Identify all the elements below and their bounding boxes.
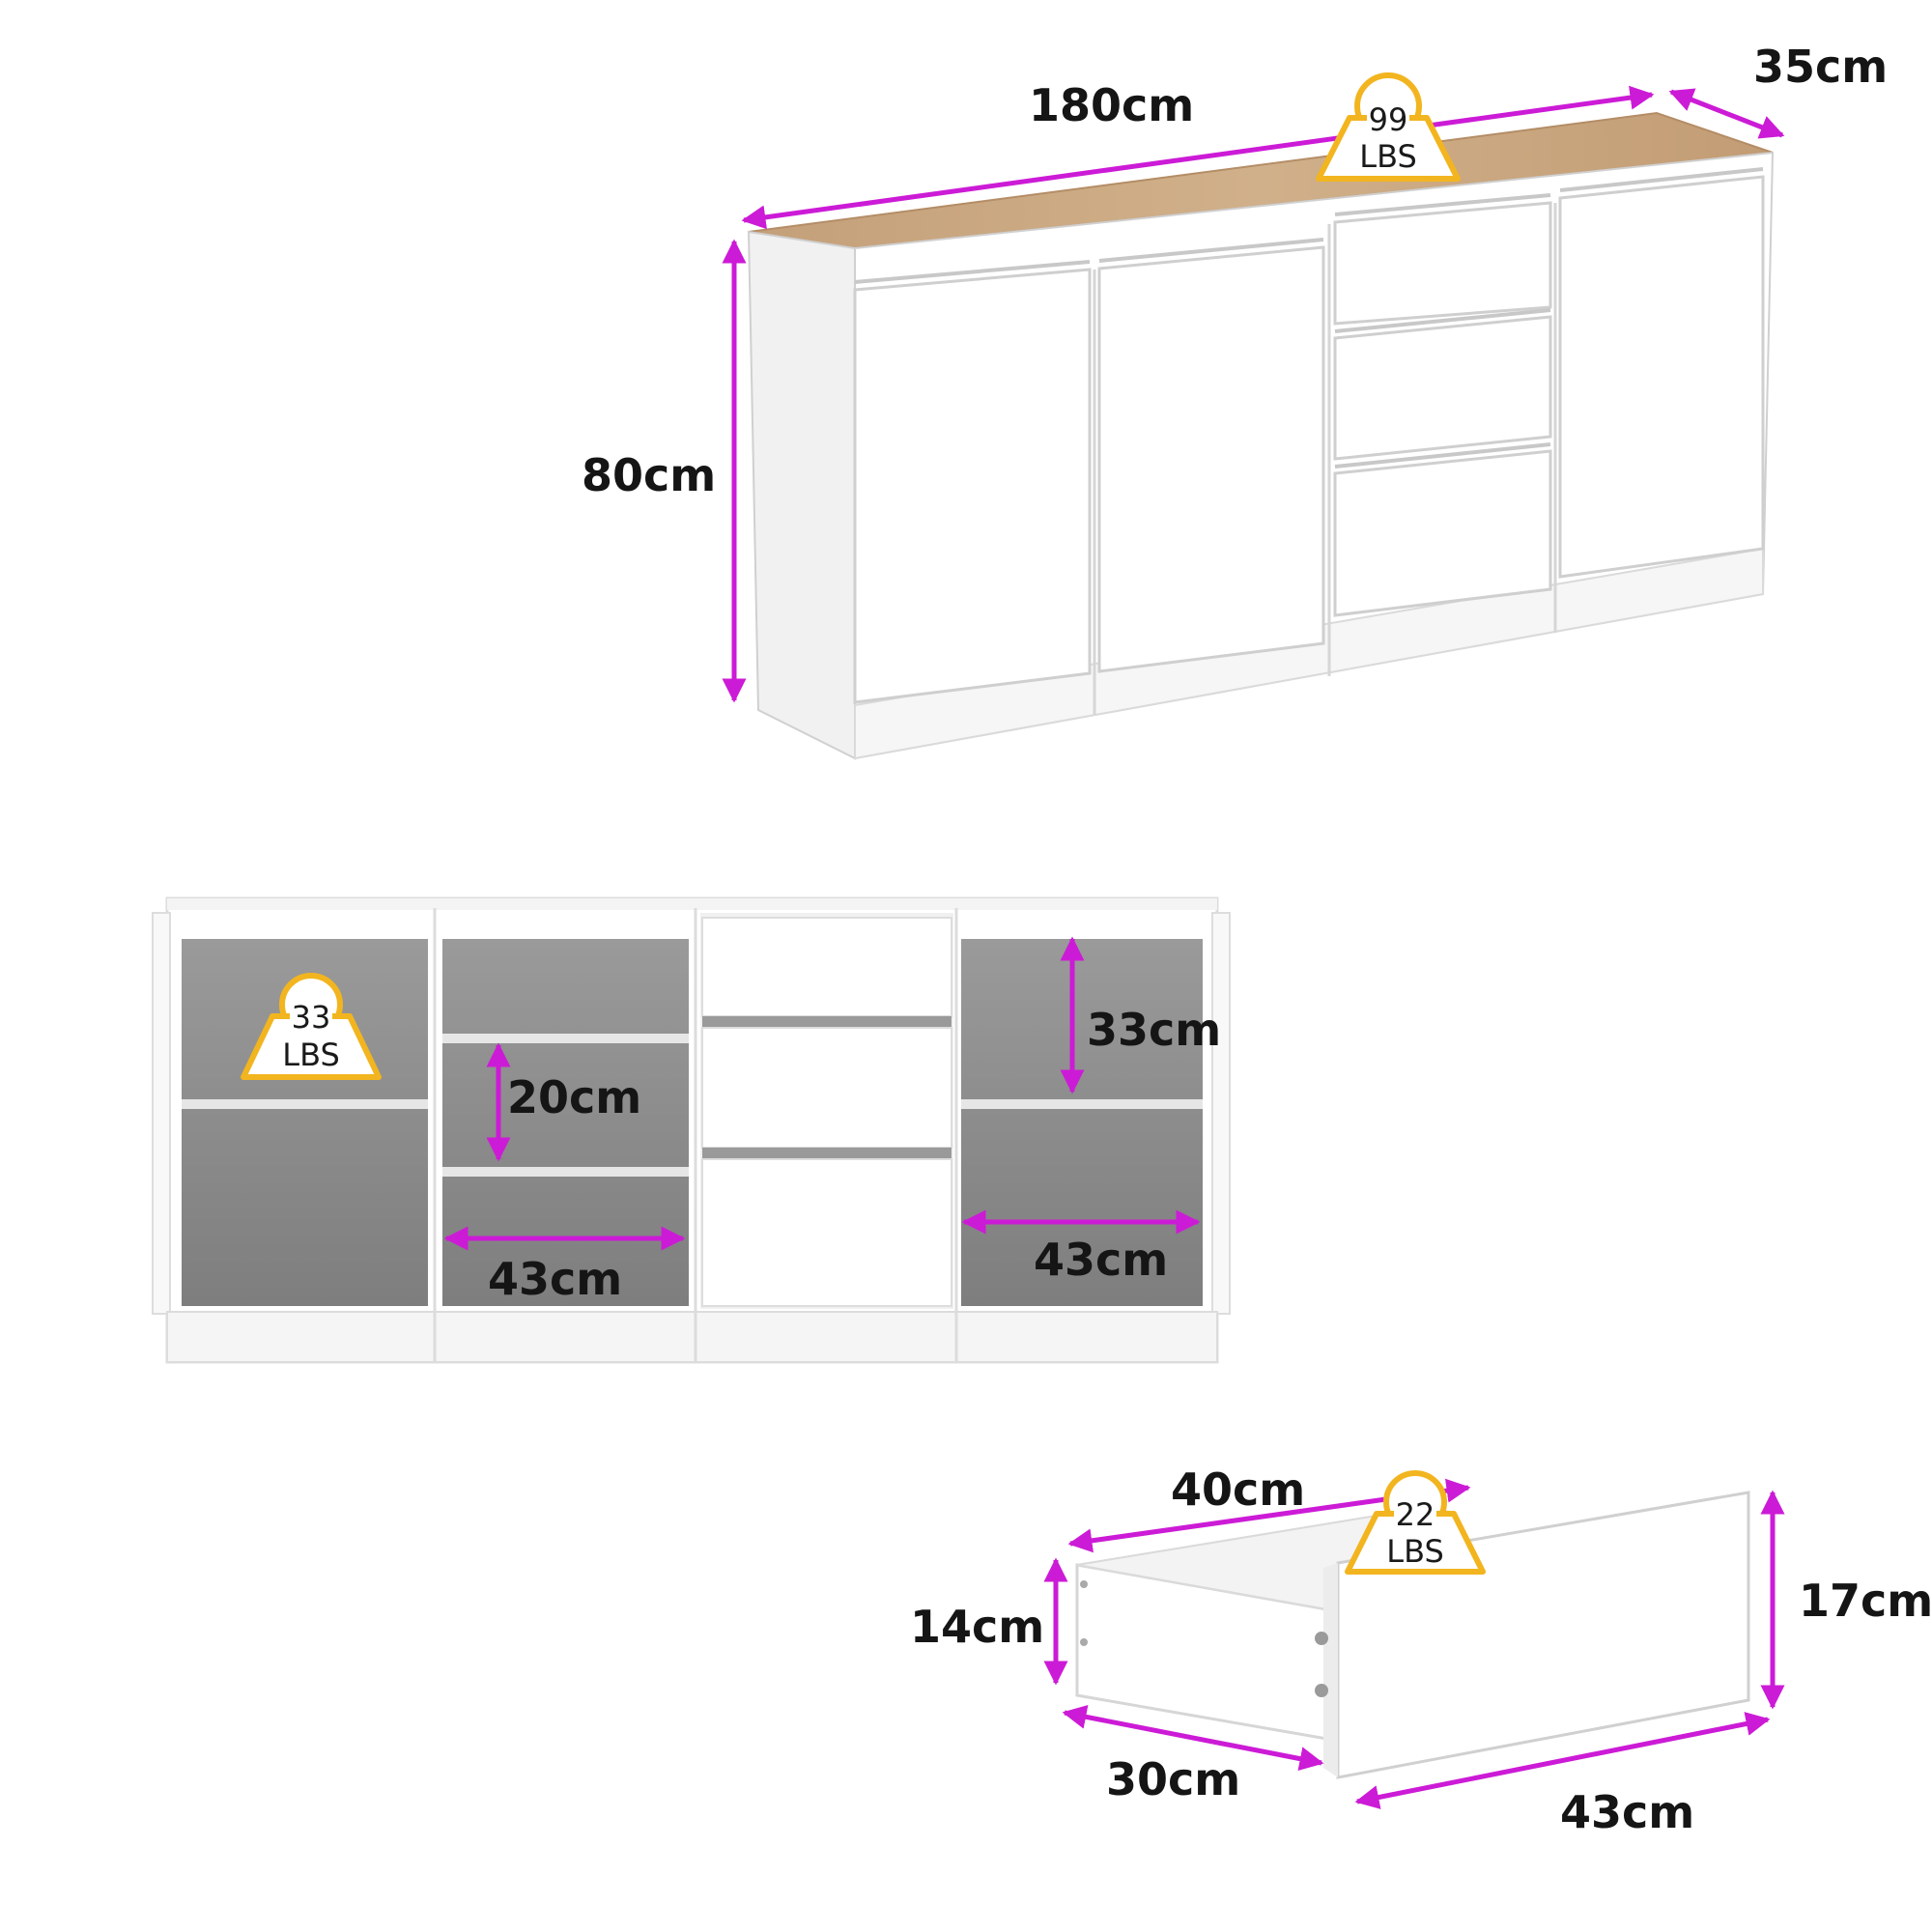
side-panel	[747, 230, 856, 760]
open-drawer-1	[701, 917, 952, 1017]
door-4	[1558, 175, 1765, 579]
drawer-depth-top-label: 40cm	[1171, 1463, 1305, 1516]
drawer-front-1	[1333, 201, 1552, 326]
compartment-load-value: 33	[292, 999, 331, 1036]
top-load-value: 99	[1369, 101, 1408, 138]
sideboard-open-view	[152, 896, 1231, 1364]
drawer-front-2	[1333, 315, 1552, 461]
open-drawer-3	[701, 1158, 952, 1307]
overall-width-label: 180cm	[1029, 79, 1194, 131]
drawer-front-3	[1333, 449, 1552, 617]
drawer-load-badge: 22 LBS	[1345, 1470, 1486, 1575]
overall-depth-label: 35cm	[1753, 41, 1888, 93]
door-2	[1097, 245, 1325, 673]
interior-measurements: 20cm 43cm 33cm 43cm	[443, 936, 1221, 1305]
drawer-side-height-label: 14cm	[910, 1601, 1044, 1653]
drawer-load-value: 22	[1396, 1496, 1435, 1533]
drawer-front-width-label: 43cm	[1560, 1786, 1694, 1838]
compartment-load-badge: 33 LBS	[241, 973, 382, 1080]
open-drawer-2	[701, 1027, 952, 1149]
overall-height-label: 80cm	[582, 449, 716, 501]
drawer-load-unit: LBS	[1386, 1533, 1444, 1570]
drawer-screw-2	[1315, 1684, 1328, 1697]
middle-shelf-height-label: 20cm	[507, 1071, 641, 1123]
drawer-depth-bottom-label: 30cm	[1106, 1753, 1240, 1805]
compartment-load-unit: LBS	[282, 1037, 340, 1073]
sideboard-closed-view	[747, 111, 1775, 760]
door-1	[853, 268, 1092, 704]
right-shelf-height-label: 33cm	[1087, 1004, 1221, 1056]
top-load-badge: 99 LBS	[1316, 72, 1461, 182]
drawer-screw-1	[1315, 1632, 1328, 1645]
middle-shelf-width-label: 43cm	[488, 1253, 622, 1305]
overall-measurements: 180cm 35cm 80cm	[582, 41, 1888, 703]
right-shelf-width-label: 43cm	[1034, 1234, 1168, 1286]
top-load-unit: LBS	[1359, 138, 1417, 175]
drawer-front-height-label: 17cm	[1799, 1575, 1932, 1627]
